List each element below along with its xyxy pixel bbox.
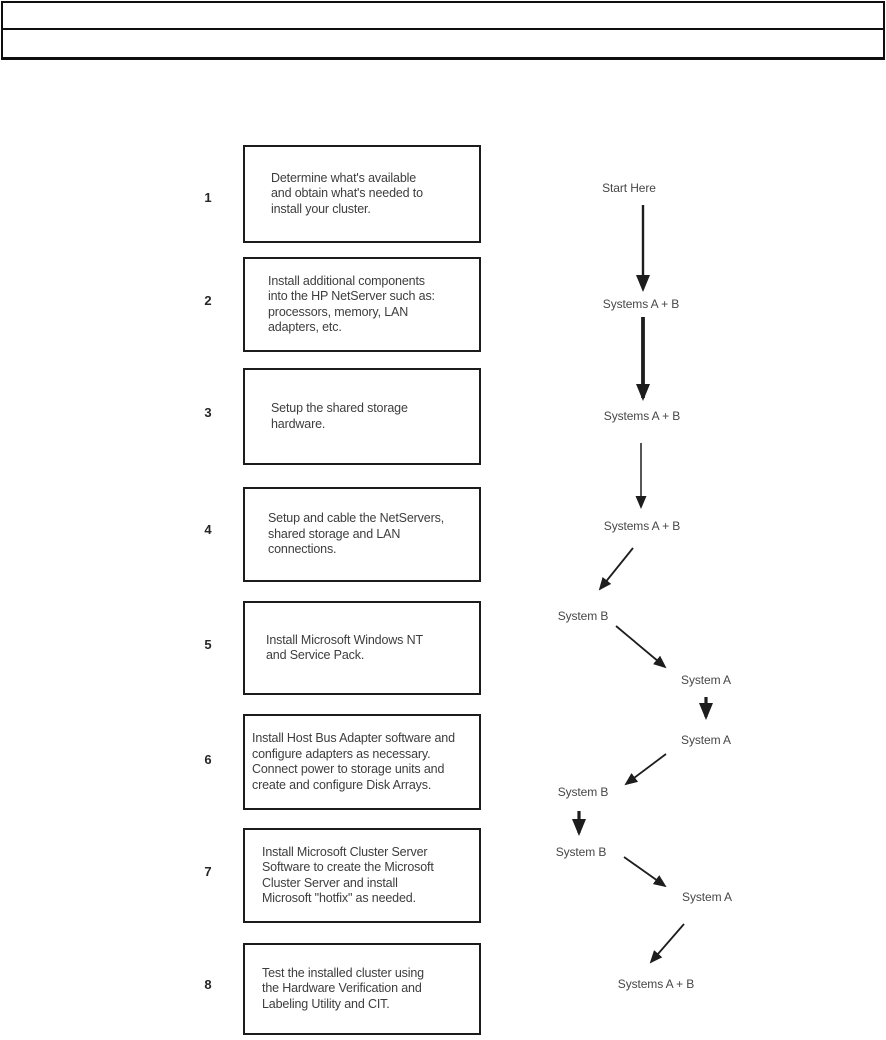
step-box: Install Host Bus Adapter software and co…: [243, 714, 481, 810]
step-text: Setup the shared storage hardware.: [271, 401, 408, 431]
step-text: Install additional components into the H…: [268, 273, 435, 335]
step-number: 4: [204, 522, 212, 537]
arrow-down-left-icon: [598, 547, 634, 591]
step-text: Test the installed cluster using the Har…: [262, 965, 424, 1011]
arrow-down-right-icon: [623, 856, 667, 888]
arrow-down-right-icon: [615, 625, 667, 669]
flow-label-system-b: System B: [555, 845, 607, 859]
step-number: 3: [204, 405, 212, 420]
flow-label-system-a: System A: [681, 733, 731, 747]
step-box: Install Microsoft Cluster Server Softwar…: [243, 828, 481, 923]
step-text: Install Microsoft Windows NT and Service…: [266, 632, 423, 663]
step-number: 6: [204, 752, 212, 767]
flow-label-system-b: System B: [557, 785, 609, 799]
flow-label-system-a: System A: [681, 673, 731, 687]
step-text: Install Host Bus Adapter software and co…: [252, 731, 455, 792]
flow-label-system-b: System B: [557, 609, 609, 623]
flow-label-systems-ab: Systems A + B: [603, 409, 681, 423]
header-row: [3, 30, 883, 57]
step-box: Setup and cable the NetServers, shared s…: [243, 487, 481, 582]
header-row: [3, 3, 883, 30]
step-number: 7: [204, 864, 212, 879]
flow-label-start: Start Here: [602, 181, 656, 195]
step-box: Setup the shared storage hardware.: [243, 368, 481, 465]
flow-label-systems-ab: Systems A + B: [617, 977, 695, 991]
flow-label-system-a: System A: [682, 890, 732, 904]
step-number: 1: [204, 190, 212, 205]
arrow-down-left-icon: [624, 753, 667, 786]
flow-label-systems-ab: Systems A + B: [603, 519, 681, 533]
arrow-down-left-icon: [649, 923, 685, 964]
step-number: 2: [204, 293, 212, 308]
step-box: Install additional components into the H…: [243, 257, 481, 352]
step-number: 5: [204, 637, 212, 652]
flow-label-systems-ab: Systems A + B: [602, 297, 680, 311]
step-text: Install Microsoft Cluster Server Softwar…: [262, 844, 434, 906]
step-box: Install Microsoft Windows NT and Service…: [243, 601, 481, 695]
step-box: Test the installed cluster using the Har…: [243, 943, 481, 1035]
step-text: Setup and cable the NetServers, shared s…: [268, 511, 445, 557]
step-number: 8: [204, 977, 212, 992]
step-box: Determine what's available and obtain wh…: [243, 145, 481, 243]
page-header-table: [1, 1, 885, 60]
step-text: Determine what's available and obtain wh…: [271, 170, 423, 216]
